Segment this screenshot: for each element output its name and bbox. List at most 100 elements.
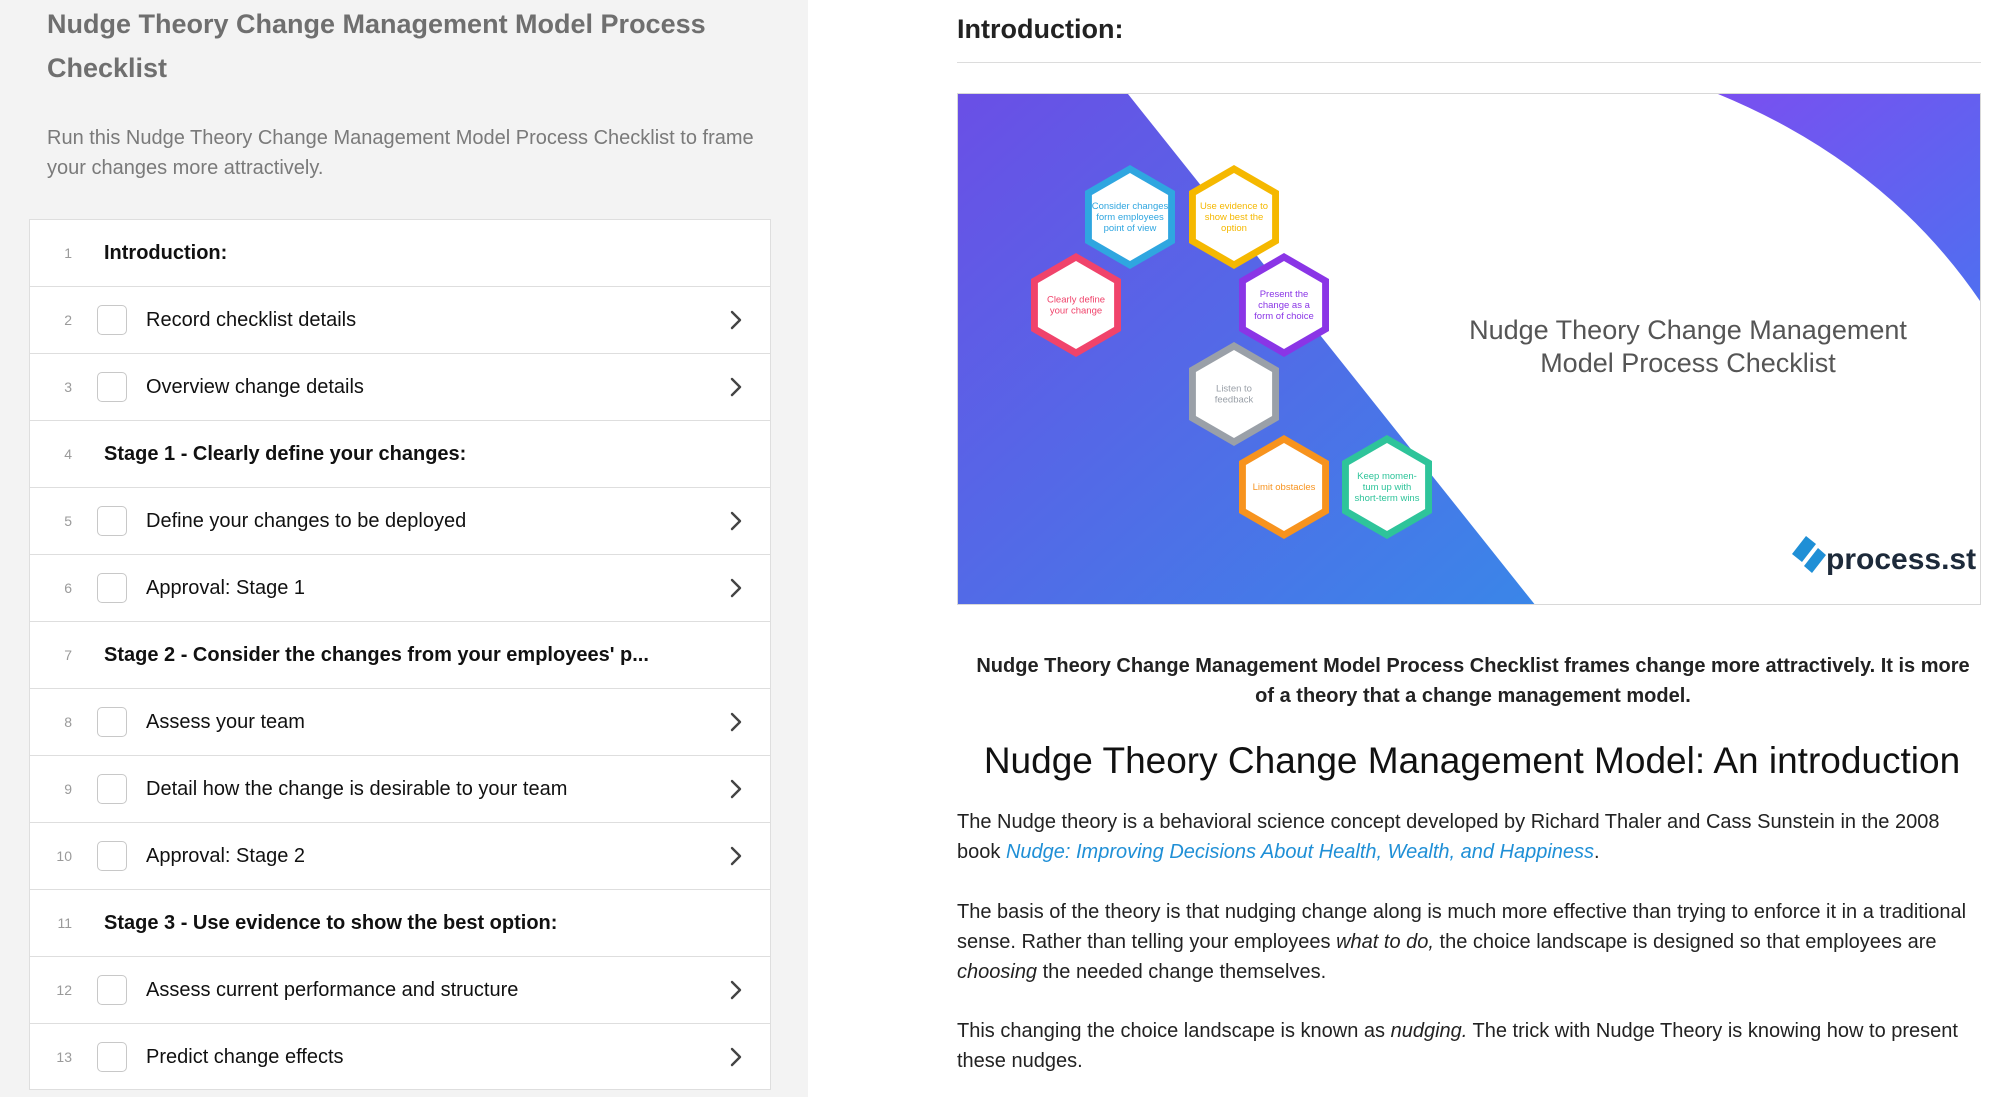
- task-checkbox[interactable]: [97, 707, 127, 737]
- hexagon-fill: [1091, 173, 1169, 261]
- checklist-task-row[interactable]: 5 Define your changes to be deployed: [29, 487, 771, 554]
- chevron-right-icon: [730, 712, 742, 732]
- row-label: Stage 2 - Consider the changes from your…: [104, 644, 649, 666]
- row-number: 11: [57, 915, 72, 931]
- hexagon-fill: [1195, 350, 1273, 438]
- hexagon-fill: [1037, 261, 1115, 349]
- paragraph-2: The basis of the theory is that nudging …: [957, 901, 1967, 983]
- task-checkbox[interactable]: [97, 506, 127, 536]
- task-checkbox[interactable]: [97, 975, 127, 1005]
- hexagon-fill: [1245, 261, 1323, 349]
- hexagon-label: point of view: [1104, 223, 1157, 234]
- chevron-right-icon: [730, 310, 742, 330]
- row-number: 12: [56, 982, 72, 998]
- checklist-task-row[interactable]: 6 Approval: Stage 1: [29, 554, 771, 621]
- row-number: 7: [64, 647, 72, 663]
- row-label: Approval: Stage 1: [146, 577, 305, 599]
- hexagon-label: form employees: [1096, 212, 1164, 223]
- task-checkbox[interactable]: [97, 841, 127, 871]
- row-label: Record checklist details: [146, 309, 357, 331]
- hexagon-label: option: [1221, 223, 1247, 234]
- row-number: 1: [64, 245, 72, 261]
- hexagon-label: Present the: [1260, 289, 1309, 300]
- checklist-sidebar: Nudge Theory Change Management Model Pro…: [0, 0, 808, 1097]
- task-checkbox[interactable]: [97, 305, 127, 335]
- checklist-title: Nudge Theory Change Management Model Pro…: [47, 9, 706, 83]
- checklist-task-row[interactable]: 2 Record checklist details: [29, 286, 771, 353]
- row-label: Stage 1 - Clearly define your changes:: [104, 443, 467, 465]
- hero-background-shape: [958, 94, 1535, 604]
- checklist-heading-row[interactable]: 11 Stage 3 - Use evidence to show the bes…: [29, 889, 771, 956]
- row-number: 8: [64, 714, 72, 730]
- row-label: Overview change details: [146, 376, 364, 398]
- row-number: 5: [64, 513, 72, 529]
- checklist-heading-row[interactable]: 7 Stage 2 - Consider the changes from you…: [29, 621, 771, 688]
- row-number: 2: [64, 312, 72, 328]
- hexagon-label: Limit obstacles: [1253, 482, 1316, 493]
- checklist-heading-row[interactable]: 4 Stage 1 - Clearly define your changes:: [29, 420, 771, 487]
- hexagon-label: form of choice: [1254, 311, 1314, 322]
- row-number: 9: [64, 781, 72, 797]
- hero-title-line-1: Nudge Theory Change Management: [1469, 315, 1907, 345]
- row-label: Assess your team: [146, 711, 305, 733]
- hexagon-step: Limit obstacles: [1239, 435, 1329, 539]
- chevron-right-icon: [730, 578, 742, 598]
- row-label: Stage 3 - Use evidence to show the best …: [104, 912, 558, 934]
- chevron-right-icon: [730, 511, 742, 531]
- book-link[interactable]: Nudge: Improving Decisions About Health,…: [1005, 841, 1595, 863]
- hexagon-label: Clearly define: [1047, 295, 1105, 306]
- chevron-right-icon: [730, 1047, 742, 1067]
- hero-title-line-2: Model Process Checklist: [1540, 348, 1836, 378]
- hexagon-label: Keep momen-: [1357, 471, 1417, 482]
- hexagon-label: tum up with: [1363, 482, 1412, 493]
- hexagon-label: show best the: [1205, 212, 1264, 223]
- task-checkbox[interactable]: [97, 573, 127, 603]
- process-st-logo-icon: [1792, 536, 1826, 573]
- hexagon-label: Use evidence to: [1200, 201, 1268, 212]
- row-number: 4: [64, 446, 72, 462]
- checklist-task-row[interactable]: 8 Assess your team: [29, 688, 771, 755]
- chevron-right-icon: [730, 377, 742, 397]
- paragraph-3: This changing the choice landscape is kn…: [957, 1020, 1958, 1072]
- row-label: Define your changes to be deployed: [146, 510, 467, 532]
- hexagon-label: change as a: [1258, 300, 1310, 311]
- row-number: 10: [56, 848, 72, 864]
- article-heading: Nudge Theory Change Management Model: An…: [983, 740, 1961, 781]
- checklist-task-row[interactable]: 9 Detail how the change is desirable to y…: [29, 755, 771, 822]
- hexagon-fill: [1245, 443, 1323, 531]
- row-number: 3: [64, 379, 72, 395]
- chevron-right-icon: [730, 980, 742, 1000]
- row-label: Detail how the change is desirable to yo…: [146, 778, 568, 800]
- row-label: Assess current performance and structure: [146, 979, 519, 1001]
- hero-corner-shape: [1718, 94, 1980, 302]
- brand-name: process.st: [1826, 543, 1976, 576]
- hexagon-fill: [1348, 443, 1426, 531]
- checklist-task-row[interactable]: 12 Assess current performance and structu…: [29, 956, 771, 1023]
- hexagon-label: Consider changes: [1092, 201, 1169, 212]
- task-checkbox[interactable]: [97, 1042, 127, 1072]
- row-number: 6: [64, 580, 72, 596]
- hexagon-label: Listen to: [1216, 384, 1252, 395]
- hexagon-fill: [1195, 173, 1273, 261]
- section-title: Introduction:: [957, 14, 1124, 44]
- section-divider: [957, 62, 1981, 63]
- lead-text: Nudge Theory Change Management Model Pro…: [976, 655, 1970, 707]
- paragraph-1: The Nudge theory is a behavioral science…: [957, 811, 1940, 863]
- hexagon-label: feedback: [1215, 395, 1254, 406]
- task-checkbox[interactable]: [97, 372, 127, 402]
- hexagon-label: your change: [1050, 306, 1102, 317]
- row-label: Predict change effects: [146, 1046, 344, 1068]
- task-checkbox[interactable]: [97, 774, 127, 804]
- checklist-task-row[interactable]: 3 Overview change details: [29, 353, 771, 420]
